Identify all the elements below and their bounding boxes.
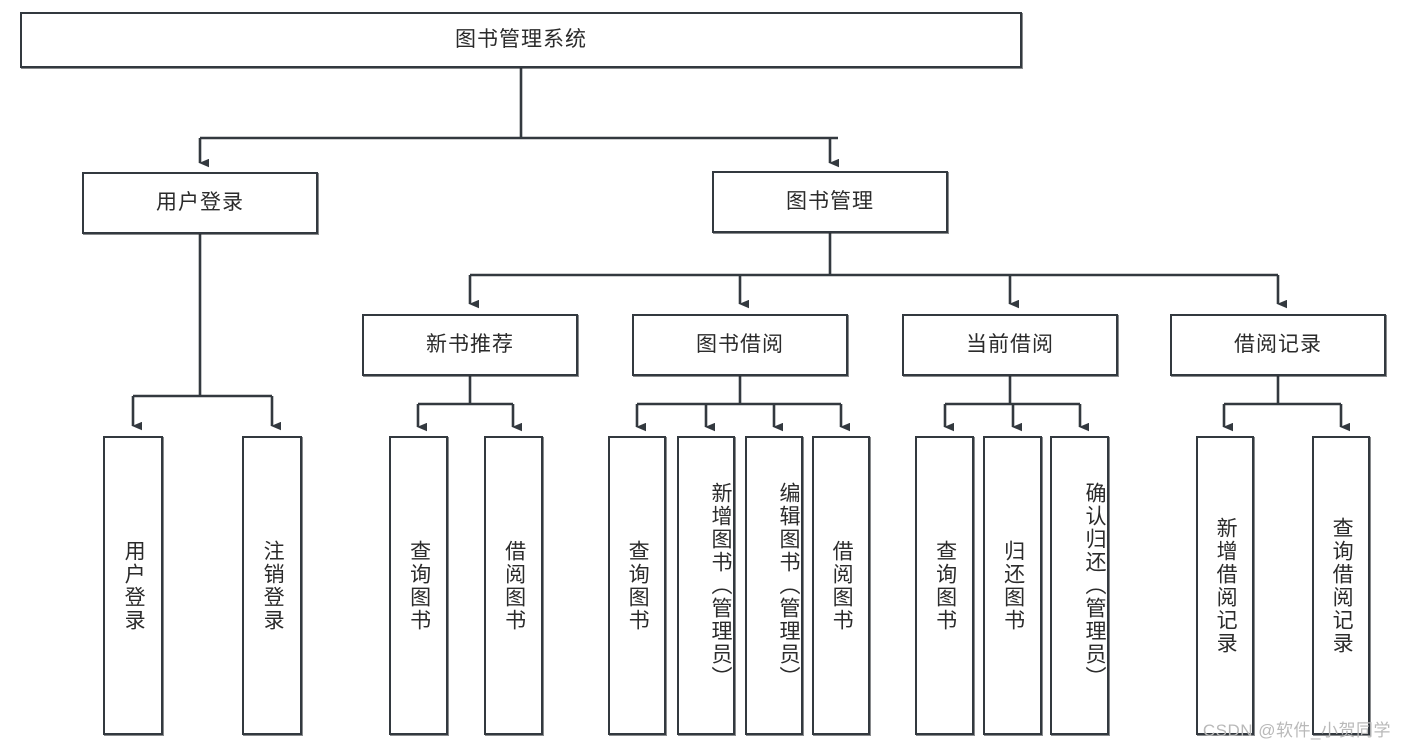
node-current-borrow-label: 当前借阅: [966, 333, 1054, 357]
node-leaf-add-book-label: 新增图书（管理员）: [709, 482, 732, 689]
node-new-book-rec[interactable]: 新书推荐: [362, 314, 578, 376]
node-leaf-return-book[interactable]: 归还图书: [983, 436, 1042, 735]
node-book-manage[interactable]: 图书管理: [712, 171, 948, 233]
node-borrow-record[interactable]: 借阅记录: [1170, 314, 1386, 376]
node-leaf-user-login[interactable]: 用户登录: [103, 436, 163, 735]
node-root-label: 图书管理系统: [455, 28, 587, 52]
node-leaf-add-record[interactable]: 新增借阅记录: [1196, 436, 1254, 735]
node-leaf-query-book-3[interactable]: 查询图书: [915, 436, 974, 735]
node-leaf-edit-book-label: 编辑图书（管理员）: [777, 482, 800, 689]
node-leaf-logout-login[interactable]: 注销登录: [242, 436, 302, 735]
node-leaf-query-book-2-label: 查询图书: [626, 539, 650, 632]
node-current-borrow[interactable]: 当前借阅: [902, 314, 1118, 376]
node-leaf-return-book-label: 归还图书: [1001, 539, 1025, 632]
node-leaf-query-book-1[interactable]: 查询图书: [389, 436, 448, 735]
node-leaf-confirm-return-label: 确认归还（管理员）: [1083, 482, 1106, 689]
node-leaf-add-book[interactable]: 新增图书（管理员）: [677, 436, 735, 735]
node-new-book-rec-label: 新书推荐: [426, 333, 514, 357]
node-leaf-add-record-label: 新增借阅记录: [1214, 516, 1238, 655]
node-leaf-user-login-label: 用户登录: [122, 539, 146, 632]
node-leaf-confirm-return[interactable]: 确认归还（管理员）: [1050, 436, 1109, 735]
node-book-manage-label: 图书管理: [786, 190, 874, 214]
node-leaf-borrow-book-2[interactable]: 借阅图书: [812, 436, 870, 735]
node-borrow-record-label: 借阅记录: [1234, 333, 1322, 357]
node-leaf-logout-login-label: 注销登录: [261, 539, 285, 632]
node-user-login[interactable]: 用户登录: [82, 172, 318, 234]
node-leaf-edit-book[interactable]: 编辑图书（管理员）: [745, 436, 803, 735]
node-leaf-borrow-book-1[interactable]: 借阅图书: [484, 436, 543, 735]
node-leaf-query-record-label: 查询借阅记录: [1330, 516, 1354, 655]
node-book-borrow[interactable]: 图书借阅: [632, 314, 848, 376]
watermark-text: CSDN @软件_小贺同学: [1202, 721, 1391, 740]
node-leaf-query-book-1-label: 查询图书: [407, 539, 431, 632]
node-leaf-borrow-book-2-label: 借阅图书: [830, 539, 854, 632]
node-leaf-query-book-3-label: 查询图书: [933, 539, 957, 632]
node-leaf-query-record[interactable]: 查询借阅记录: [1312, 436, 1370, 735]
node-user-login-label: 用户登录: [156, 191, 244, 215]
node-root[interactable]: 图书管理系统: [20, 12, 1022, 68]
node-book-borrow-label: 图书借阅: [696, 333, 784, 357]
node-leaf-borrow-book-1-label: 借阅图书: [502, 539, 526, 632]
node-leaf-query-book-2[interactable]: 查询图书: [608, 436, 666, 735]
